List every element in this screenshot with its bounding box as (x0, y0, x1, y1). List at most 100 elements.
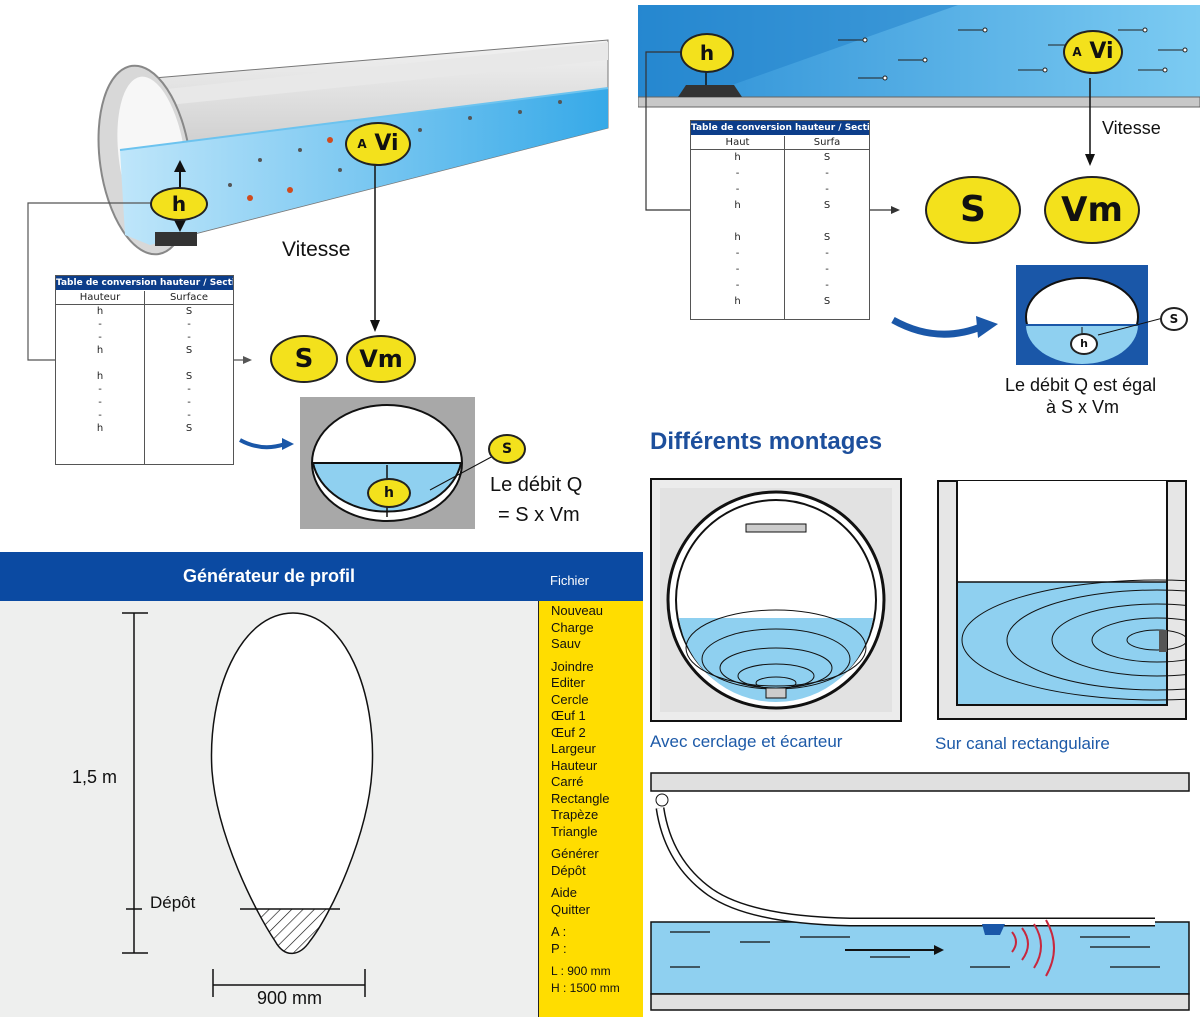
table-col-header: Haut (691, 136, 784, 150)
table-cell: - (735, 248, 740, 259)
table-cell: S (185, 306, 193, 317)
menu-item[interactable]: Carré (551, 774, 584, 789)
table-cell (691, 214, 784, 230)
table-cell: - (735, 280, 740, 291)
table-title: Table de conversion hauteur / Section (56, 276, 233, 290)
table-cell: S (823, 152, 831, 163)
table-cell: h (734, 296, 741, 307)
menu-value: A : (551, 924, 567, 939)
table-cell: h (96, 371, 104, 382)
debit-text-line1: Le débit Q (490, 474, 583, 496)
menu-value: H : 1500 mm (551, 980, 620, 995)
table-cell: - (98, 397, 102, 408)
menu-item[interactable]: Hauteur (551, 757, 598, 773)
table-col-header: Hauteur (56, 291, 144, 305)
channel-diagram (638, 5, 1200, 365)
menu-item[interactable]: Quitter (551, 901, 591, 917)
table-cell: - (98, 384, 102, 395)
conversion-table-right: Table de conversion hauteur / Section Ha… (690, 120, 870, 320)
debit-text-right-line1: Le débit Q est égal (1005, 375, 1157, 395)
table-cell: - (187, 397, 191, 408)
table-cell: - (825, 264, 829, 275)
table-cell: - (98, 410, 102, 421)
debit-text-line2: = S x Vm (498, 504, 580, 526)
table-cell: S (823, 296, 831, 307)
table-cell: - (825, 280, 829, 291)
vitesse-label: Vitesse (282, 238, 351, 261)
vi-prefix: A (357, 137, 367, 151)
vi-badge: A Vi (345, 122, 411, 166)
section-s-badge: S (488, 434, 526, 464)
width-dimension-label: 900 mm (257, 988, 323, 1008)
menu-item[interactable]: Trapèze (551, 807, 599, 822)
section-s-badge-right: S (1160, 307, 1188, 331)
montage-pipe-section (650, 772, 1190, 1011)
menu-item[interactable]: Aide (551, 885, 578, 900)
file-menu: Nouveau Charge Sauv Joindre Editer Cercl… (538, 601, 643, 1017)
caption-canal: Sur canal rectangulaire (935, 734, 1110, 753)
montages-title: Différents montages (650, 428, 883, 455)
vi-label: Vi (374, 131, 399, 156)
generator-title: Générateur de profil (0, 552, 538, 601)
vitesse-label-right: Vitesse (1102, 118, 1161, 138)
table-cell: - (187, 410, 191, 421)
menu-item[interactable]: Œuf 1 (551, 708, 586, 723)
menu-item[interactable]: Dépôt (551, 862, 586, 878)
menu-item[interactable]: Rectangle (551, 790, 610, 806)
table-cell (785, 214, 869, 230)
menu-item[interactable]: Œuf 2 (551, 724, 586, 740)
table-cell: h (96, 345, 104, 356)
table-cell: S (823, 232, 831, 243)
table-cell: S (185, 345, 193, 356)
menu-value: P : (551, 940, 567, 956)
table-cell: h (96, 423, 104, 434)
table-cell: - (825, 184, 829, 195)
table-col-header: Surface (145, 291, 233, 305)
table-cell: - (187, 384, 191, 395)
debit-text-right-line2: à S x Vm (1046, 397, 1120, 417)
table-cell: - (187, 332, 191, 343)
menu-item[interactable]: Editer (551, 675, 585, 690)
menu-item[interactable]: Générer (551, 846, 599, 861)
table-cell: - (735, 184, 740, 195)
table-cell: S (185, 423, 193, 434)
table-cell: - (98, 332, 102, 343)
table-cell: - (735, 264, 740, 275)
montage-cerclage (650, 478, 902, 722)
menu-item[interactable]: Joindre (551, 658, 594, 674)
table-cell: h (734, 152, 741, 163)
table-cell: - (98, 319, 102, 330)
table-title: Table de conversion hauteur / Section (691, 121, 869, 135)
table-cell (145, 357, 233, 370)
menu-item[interactable]: Triangle (551, 823, 598, 839)
vm-badge-right: Vm (1044, 176, 1140, 244)
conversion-table-left: Table de conversion hauteur / Section Ha… (55, 275, 234, 465)
vi-label: Vi (1089, 39, 1114, 64)
table-cell: - (825, 168, 829, 179)
table-col-header: Surfa (785, 136, 869, 150)
vm-badge: Vm (346, 335, 416, 383)
table-cell: - (735, 168, 740, 179)
menu-item[interactable]: Largeur (551, 741, 596, 756)
section-h-badge: h (367, 478, 411, 508)
table-cell: h (734, 232, 741, 243)
table-cell: h (96, 306, 104, 317)
s-badge-right: S (925, 176, 1021, 244)
menu-item[interactable]: Cercle (551, 691, 589, 707)
height-dimension-label: 1,5 m (72, 767, 118, 787)
depot-hatch (211, 909, 373, 954)
caption-cerclage: Avec cerclage et écarteur (650, 732, 843, 751)
h-badge: h (150, 187, 208, 221)
montage-canal (937, 480, 1187, 720)
menu-item[interactable]: Charge (551, 619, 594, 635)
table-cell: - (187, 319, 191, 330)
menu-item[interactable]: Nouveau (551, 603, 604, 618)
depot-label: Dépôt (150, 893, 196, 912)
s-badge: S (270, 335, 338, 383)
menu-header[interactable]: Fichier (538, 552, 643, 601)
menu-item[interactable]: Sauv (551, 636, 581, 651)
h-badge-right: h (680, 33, 734, 73)
section-h-badge-right: h (1070, 333, 1098, 355)
table-cell: S (823, 200, 831, 211)
vi-badge-right: A Vi (1063, 30, 1123, 74)
